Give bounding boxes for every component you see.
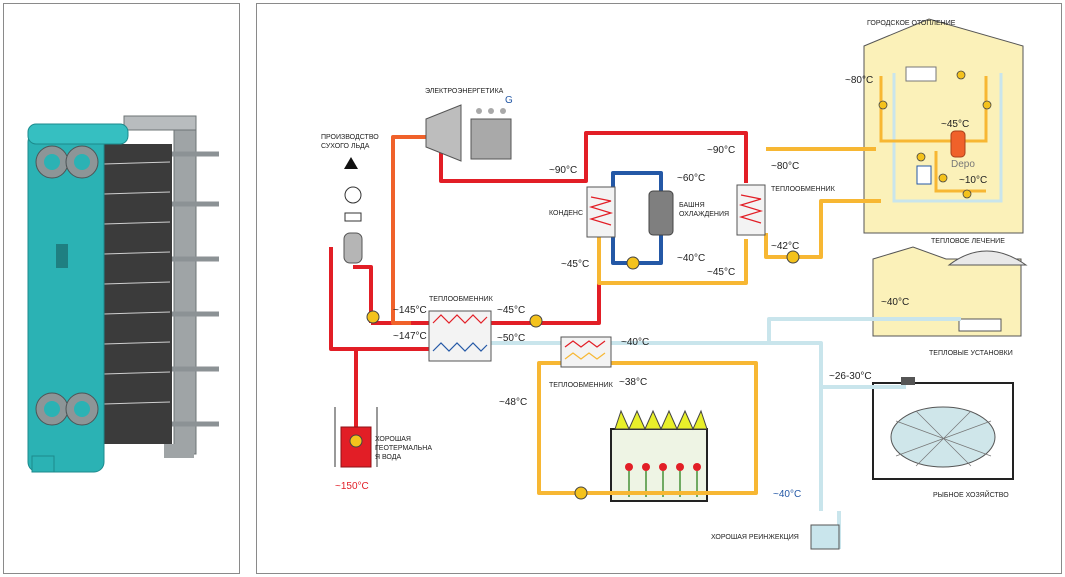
- temp-label: ~10°C: [959, 175, 987, 186]
- dry-ice-label: ПРОИЗВОДСТВО СУХОГО ЛЬДА: [321, 134, 379, 150]
- diagram-canvas: ГОРОДСКОЕ ОТОПЛЕНИЕ ЭЛЕКТРОЭНЕРГЕТИКА G …: [321, 18, 1028, 550]
- thermal-treatment-building: [872, 246, 1022, 337]
- temp-label: ~45°C: [941, 119, 969, 130]
- temp-label: ~60°C: [677, 173, 705, 184]
- city-heating-label: ГОРОДСКОЕ ОТОПЛЕНИЕ: [867, 20, 956, 27]
- condenser-label: КОНДЕНС: [549, 210, 583, 217]
- generator: [470, 118, 512, 160]
- reinjection-label: ХОРОШАЯ РЕИНЖЕКЦИЯ: [711, 534, 799, 541]
- cooling-tower: [648, 190, 674, 236]
- temp-label: ~80°C: [771, 161, 799, 172]
- temp-label: ~48°C: [499, 397, 527, 408]
- turbine-loop-pipe: [439, 131, 748, 183]
- reinjection-well: [810, 524, 840, 550]
- temp-label: ~45°C: [561, 259, 589, 270]
- hx-low-label: ТЕПЛООБМЕННИК: [549, 382, 614, 389]
- geothermal-water-label: ХОРОШАЯ ГЕОТЕРМАЛЬНА Я ВОДА: [375, 436, 432, 461]
- temp-label: ~40°C: [677, 253, 705, 264]
- temp-label: ~145°C: [393, 305, 427, 316]
- cooling-tower-label-line2: ОХЛАЖДЕНИЯ: [679, 211, 729, 218]
- pump-icon: [529, 314, 543, 328]
- temp-label: ~26-30°C: [829, 371, 872, 382]
- dry-ice-label-line1: ПРОИЗВОДСТВО: [321, 134, 379, 141]
- pump-icon: [626, 256, 640, 270]
- temp-label: ~147°C: [393, 331, 427, 342]
- geothermal-water-label-line1: ХОРОШАЯ: [375, 436, 411, 443]
- geothermal-diagram: ГОРОДСКОЕ ОТОПЛЕНИЕ ЭЛЕКТРОЭНЕРГЕТИКА G …: [256, 3, 1062, 574]
- medium-loop-pipe: [597, 233, 748, 285]
- temp-label: ~45°C: [707, 267, 735, 278]
- pump-icon: [574, 486, 588, 500]
- thermal-treatment-label: ТЕПЛОВОЕ ЛЕЧЕНИЕ: [931, 238, 1005, 245]
- plate-heat-exchanger-photo: [27, 115, 219, 473]
- cooling-tower-label-line1: БАШНЯ: [679, 202, 705, 209]
- faucet-icon: [901, 377, 915, 385]
- temp-label: ~90°C: [549, 165, 577, 176]
- power-label: ЭЛЕКТРОЭНЕРГЕТИКА: [425, 88, 504, 95]
- generator-label: G: [505, 95, 513, 106]
- pump-icon: [366, 310, 380, 324]
- hx-top-label: ТЕПЛООБМЕННИК: [771, 186, 836, 193]
- geothermal-water-label-line3: Я ВОДА: [375, 454, 401, 461]
- condenser: [586, 186, 616, 238]
- thermal-installations-label: ТЕПЛОВЫЕ УСТАНОВКИ: [929, 350, 1013, 357]
- geothermal-supply-pipe: [329, 247, 358, 433]
- turbine-supply-pipe: [391, 135, 426, 325]
- heat-exchanger-top: [736, 184, 766, 236]
- dry-ice-label-line2: СУХОГО ЛЬДА: [321, 143, 370, 150]
- temp-label: ~150°C: [335, 481, 369, 492]
- separator-tank: [343, 232, 363, 264]
- temp-label: ~40°C: [881, 297, 909, 308]
- greenhouse-loop-pipe: [537, 361, 758, 495]
- temp-label: ~45°C: [497, 305, 525, 316]
- temp-label: ~80°C: [845, 75, 873, 86]
- temp-label: ~42°C: [771, 241, 799, 252]
- depo-tank: [950, 130, 966, 158]
- temp-label: ~90°C: [707, 145, 735, 156]
- pump-icon: [786, 250, 800, 264]
- turbine: [425, 104, 462, 162]
- geothermal-water-label-line2: ГЕОТЕРМАЛЬНА: [375, 445, 432, 452]
- dry-ice-arrow: [344, 157, 358, 169]
- depo-label: Depo: [951, 159, 975, 170]
- greenhouse: [610, 428, 708, 502]
- temp-label: ~40°C: [621, 337, 649, 348]
- fish-net: [890, 406, 996, 468]
- temp-label: ~50°C: [497, 333, 525, 344]
- temp-label: ~38°C: [619, 377, 647, 388]
- cooling-tower-label: БАШНЯ ОХЛАЖДЕНИЯ: [679, 202, 729, 218]
- heat-exchanger-mid: [428, 310, 492, 362]
- fish-farming-label: РЫБНОЕ ХОЗЯЙСТВО: [933, 490, 1009, 499]
- photo-panel: [3, 3, 240, 574]
- temp-label: ~40°C: [773, 489, 801, 500]
- hx-mid-label: ТЕПЛООБМЕННИК: [429, 296, 494, 303]
